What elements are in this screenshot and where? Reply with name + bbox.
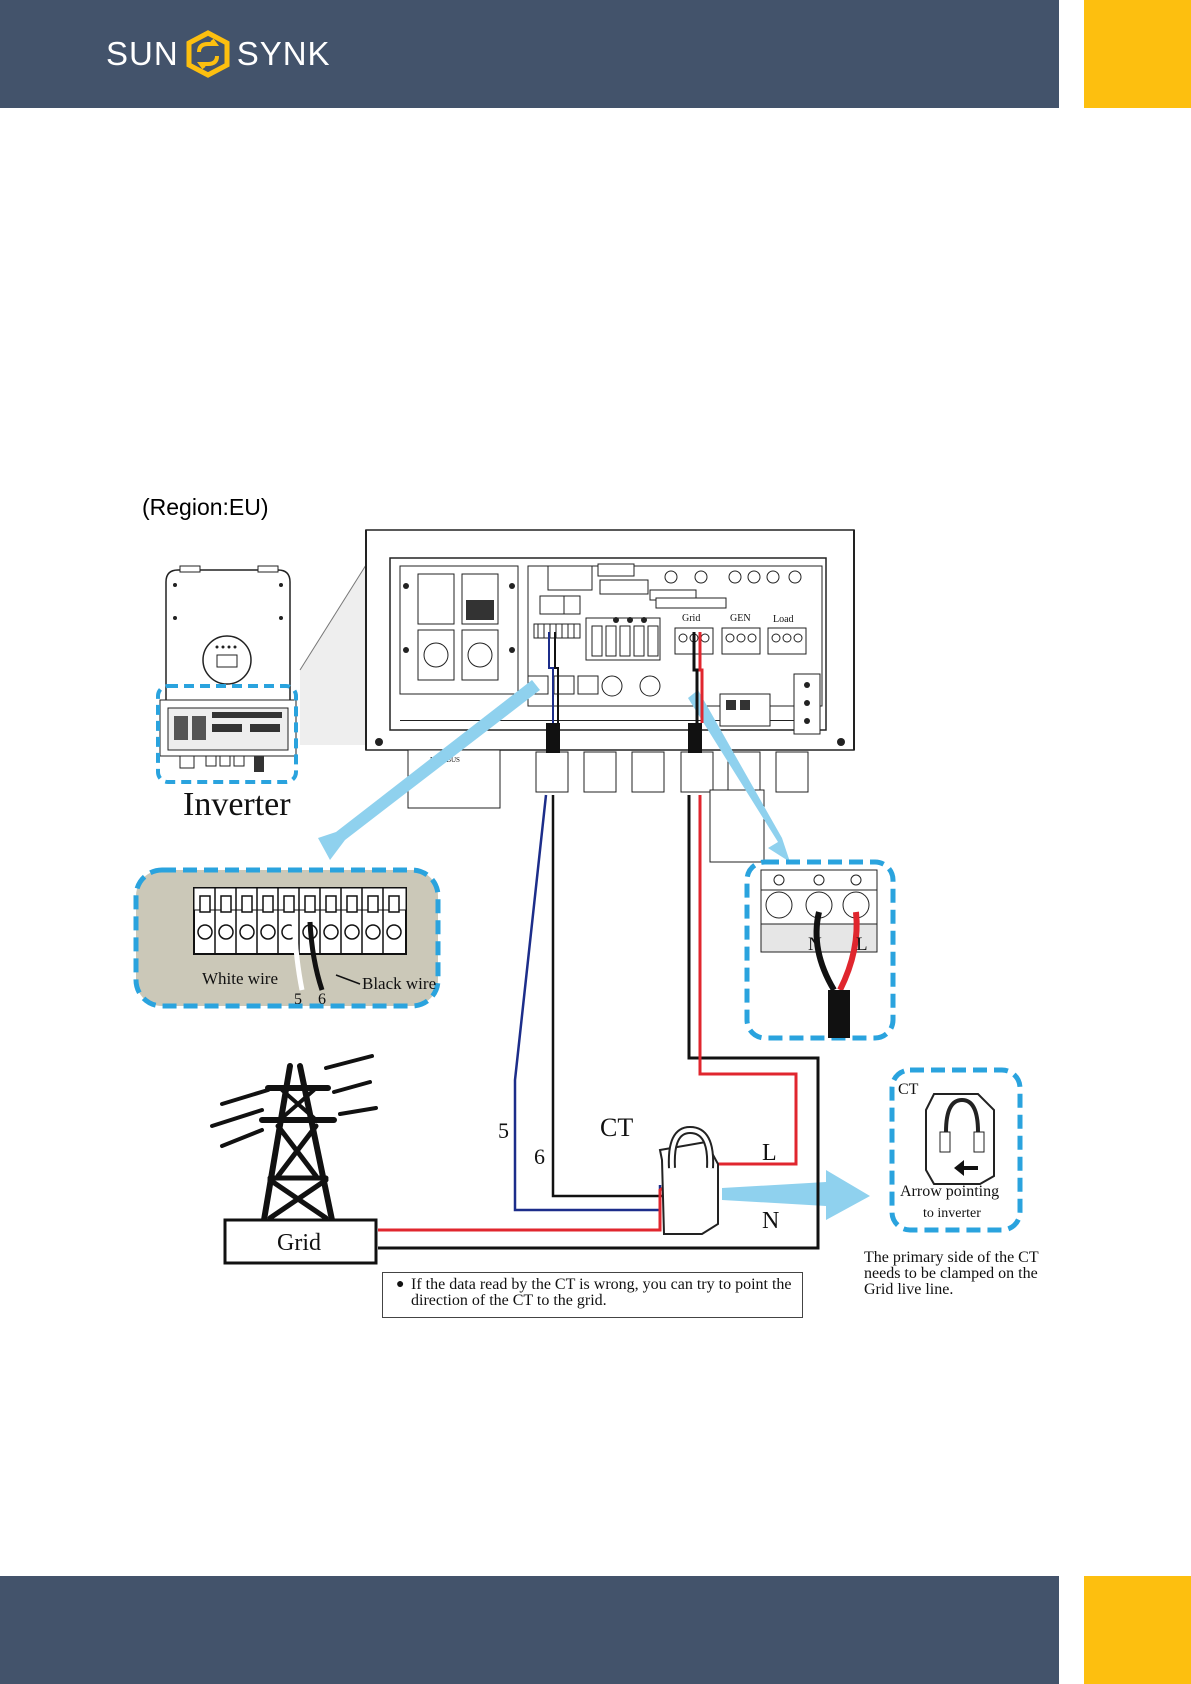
inverter-icon <box>158 566 296 782</box>
ct-label: CT <box>600 1113 633 1142</box>
footer-bar <box>0 1576 1059 1684</box>
n-terminal-label: N <box>808 934 822 955</box>
inverter-label: Inverter <box>183 786 291 823</box>
ct-caption: The primary side of the CT needs to be c… <box>864 1250 1064 1298</box>
to-inverter-label: to inverter <box>923 1206 981 1221</box>
inverter-connection-panel: Grid GEN Load MODBUS <box>366 530 854 862</box>
wire-6-label: 6 <box>534 1144 545 1169</box>
load-terminal-label: Load <box>773 614 794 625</box>
white-wire-label: White wire <box>202 969 278 988</box>
note-bullet-icon: ● <box>396 1277 404 1293</box>
black-wire-label: Black wire <box>362 974 436 993</box>
grid-label: Grid <box>277 1230 321 1256</box>
wire-5-label: 5 <box>498 1118 509 1143</box>
l-terminal-label: L <box>856 934 868 955</box>
line-n-label: N <box>762 1208 779 1234</box>
gen-terminal-label: GEN <box>730 613 751 624</box>
footer-accent-block <box>1084 1576 1191 1684</box>
note-box: ● If the data read by the CT is wrong, y… <box>382 1272 803 1318</box>
grid-terminal-label: Grid <box>682 613 700 624</box>
line-l-label: L <box>762 1140 777 1166</box>
ct-detail-title: CT <box>898 1081 919 1098</box>
terminal-5-label: 5 <box>294 991 302 1008</box>
terminal-6-label: 6 <box>318 991 326 1008</box>
note-text: If the data read by the CT is wrong, you… <box>411 1276 792 1309</box>
transmission-tower-icon <box>212 1056 376 1220</box>
arrow-pointing-label: Arrow pointing <box>900 1183 999 1200</box>
ct-clamp-icon <box>660 1130 718 1234</box>
